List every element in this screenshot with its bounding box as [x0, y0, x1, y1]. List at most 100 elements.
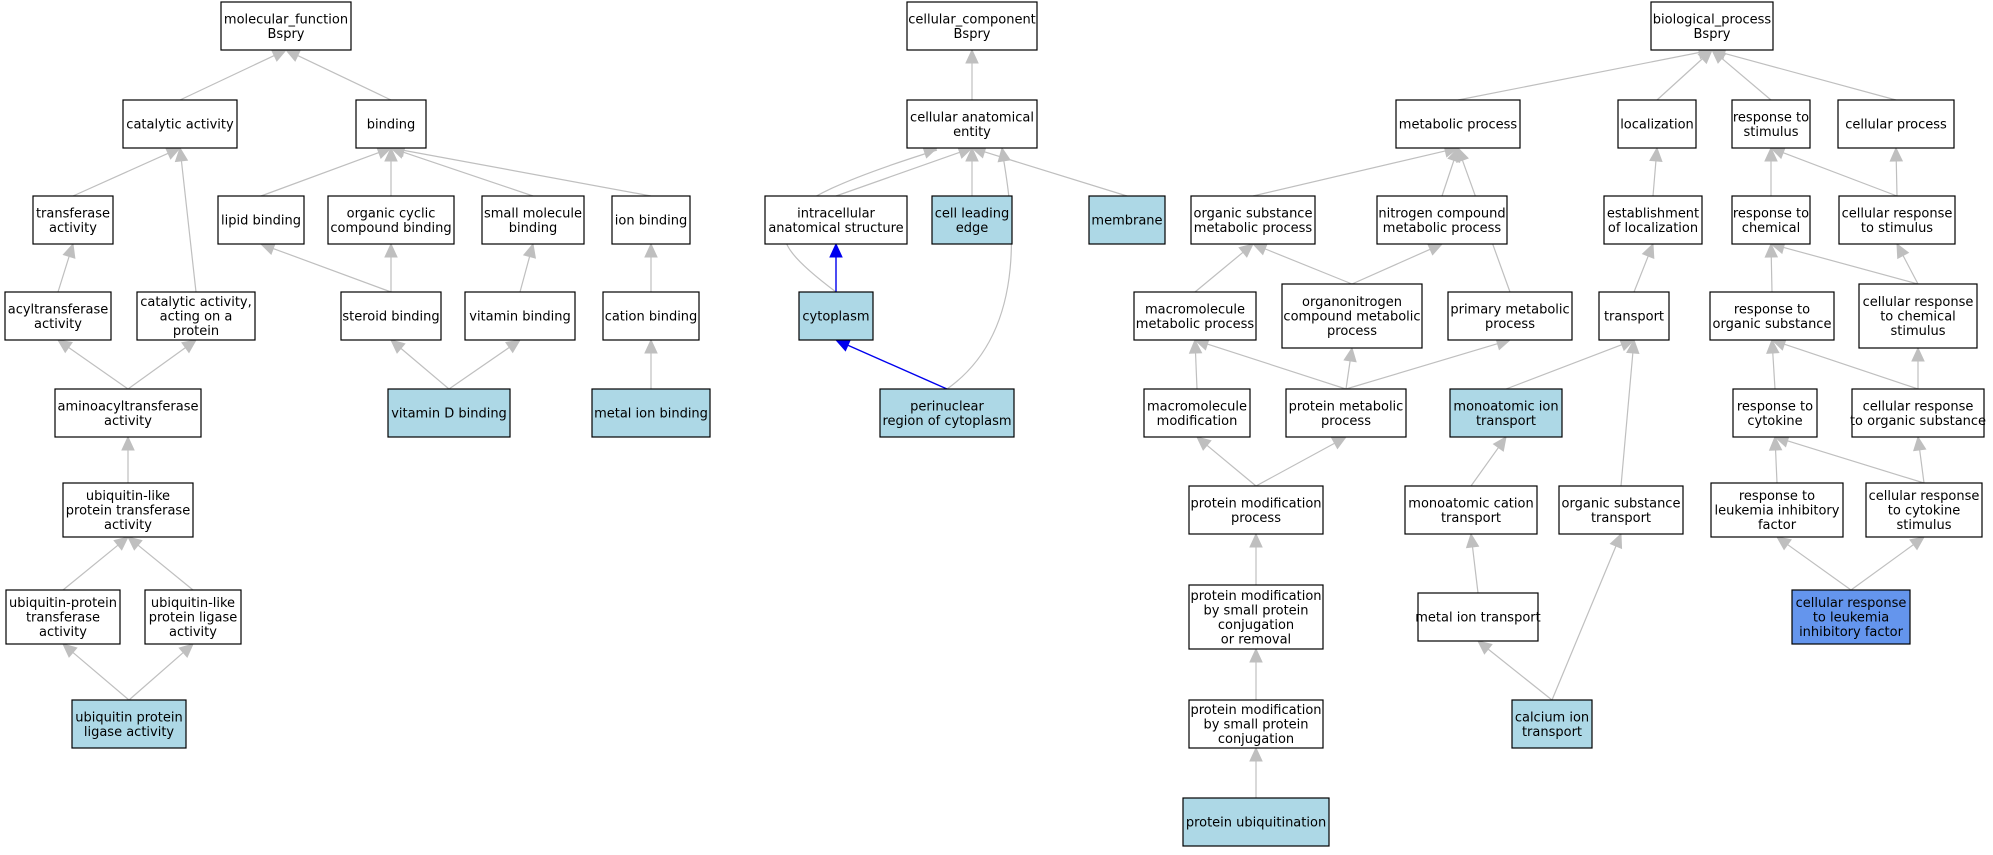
node-label-line: process [1485, 317, 1535, 332]
go-term-node-metab[interactable]: metabolic process [1395, 99, 1521, 149]
node-label-line: factor [1758, 518, 1797, 533]
node-label-line: stimulus [1890, 324, 1945, 339]
node-box [1650, 1, 1774, 51]
node-label-line: macromolecule [1147, 399, 1247, 414]
go-term-node-ionbind[interactable]: ion binding [611, 195, 691, 245]
node-label-line: organic substance [1194, 206, 1313, 221]
edge-ubplig-to-ubllig [128, 643, 194, 701]
edge-arrowhead [62, 242, 76, 259]
go-term-node-steroid[interactable]: steroid binding [340, 291, 442, 341]
go-term-node-membrane[interactable]: membrane [1088, 195, 1166, 245]
node-label-line: primary metabolic [1450, 302, 1569, 317]
go-term-node-catalytic[interactable]: catalytic activity [122, 99, 238, 149]
go-term-node-cellproc[interactable]: cellular process [1837, 99, 1955, 149]
edge-arrowhead [505, 339, 521, 354]
go-term-node-metalion[interactable]: metal ion binding [591, 388, 711, 438]
go-term-node-cation[interactable]: cation binding [602, 291, 700, 341]
node-label-line: activity [34, 317, 82, 332]
node-box [1858, 283, 1978, 349]
go-term-node-vitd[interactable]: vitamin D binding [387, 388, 511, 438]
edge-transport-to-estloc [1633, 242, 1655, 293]
node-box [1558, 485, 1684, 535]
node-label-line: stimulus [1743, 125, 1798, 140]
node-label-line: cytoplasm [802, 310, 869, 325]
node-label-line: protein modification [1190, 589, 1321, 604]
edge-macromod-to-macromet [1188, 338, 1203, 390]
edge-line [1471, 546, 1479, 594]
edge-arrowhead [1477, 640, 1493, 655]
node-box [1731, 195, 1811, 245]
node-label-line: organic substance [1713, 317, 1832, 332]
node-label-line: monoatomic cation [1408, 496, 1533, 511]
node-label-line: perinuclear [910, 399, 984, 414]
edge-line [72, 651, 130, 701]
edge-acyltrans-to-transferase [57, 242, 76, 293]
go-term-node-transport[interactable]: transport [1598, 291, 1670, 341]
node-label-line: transport [1604, 310, 1664, 325]
node-label-line: cellular process [1845, 118, 1947, 133]
node-label-line: edge [956, 221, 989, 236]
node-label-line: inhibitory factor [1799, 625, 1904, 640]
go-term-node-local[interactable]: localization [1617, 99, 1697, 149]
node-label-line: anatomical structure [768, 221, 903, 236]
node-label-line: cellular_component [908, 12, 1036, 27]
edge-cellresporg-to-cellrespchem [1911, 346, 1925, 389]
node-label-line: Bspry [954, 27, 991, 42]
edge-metalion-to-cation [644, 338, 658, 389]
go-term-node-metaliontrans[interactable]: metal ion transport [1415, 592, 1541, 642]
node-label-line: activity [49, 221, 97, 236]
node-label-line: metabolic process [1399, 118, 1518, 133]
edge-line [1774, 449, 1778, 484]
go-term-node-protubiq[interactable]: protein ubiquitination [1182, 797, 1330, 847]
node-label-line: organonitrogen [1302, 295, 1402, 310]
node-box [1791, 589, 1911, 645]
go-term-node-cytoplasm[interactable]: cytoplasm [798, 291, 874, 341]
go-term-node-binding[interactable]: binding [355, 99, 427, 149]
go-term-node-vitamin[interactable]: vitamin binding [464, 291, 576, 341]
go-term-node-lipid[interactable]: lipid binding [217, 195, 305, 245]
